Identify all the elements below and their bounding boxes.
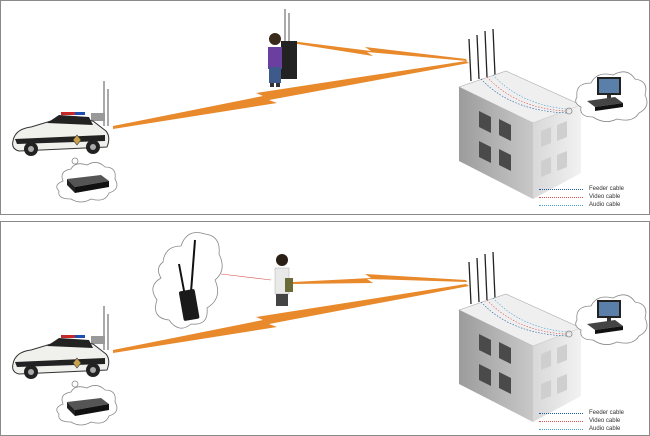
legend-label: Feeder cable (589, 186, 625, 192)
diagram-panel-top: Feeder cable Video cable Audio cable (0, 0, 650, 215)
scene-top (12, 9, 648, 203)
audio-cable-swatch (539, 428, 583, 430)
cloud-icon (152, 232, 223, 329)
wireless-link-car-to-building (113, 61, 469, 129)
monitor-icon (587, 300, 623, 334)
receiver-box-icon (67, 175, 109, 193)
legend-label: Audio cable (589, 202, 621, 208)
legend-label: Video cable (589, 418, 621, 424)
handheld-radio-icon (178, 239, 200, 321)
monitor-icon (587, 77, 623, 111)
legend-item: Audio cable (539, 201, 624, 209)
police-car-icon (12, 306, 110, 379)
legend-top: Feeder cable Video cable Audio cable (539, 185, 624, 209)
scene-bottom (12, 232, 648, 426)
legend-item: Feeder cable (539, 185, 624, 193)
police-car-icon (12, 81, 110, 156)
wireless-link-person-to-building (293, 274, 467, 284)
legend-item: Feeder cable (539, 409, 624, 417)
legend-item: Video cable (539, 417, 624, 425)
backpack-person-icon (268, 9, 297, 87)
audio-cable-swatch (539, 204, 583, 206)
wireless-link-backpack-to-building (291, 41, 467, 61)
building-icon (458, 251, 582, 422)
cloud-icon (565, 71, 648, 122)
radio-link (220, 273, 272, 281)
diagram-panel-bottom: Feeder cable Video cable Audio cable (0, 221, 650, 436)
legend-item: Video cable (539, 193, 624, 201)
legend-label: Audio cable (589, 426, 621, 432)
legend-item: Audio cable (539, 425, 624, 433)
person-with-bag-icon (274, 254, 293, 306)
wireless-link-car-to-building (113, 284, 469, 353)
feeder-cable-swatch (539, 188, 583, 190)
legend-bottom: Feeder cable Video cable Audio cable (539, 409, 624, 433)
receiver-box-icon (67, 398, 109, 416)
video-cable-swatch (539, 420, 583, 422)
video-cable-swatch (539, 196, 583, 198)
cloud-icon (565, 294, 648, 345)
building-icon (458, 28, 582, 199)
legend-label: Feeder cable (589, 410, 625, 416)
legend-label: Video cable (589, 194, 621, 200)
feeder-cable-swatch (539, 412, 583, 414)
